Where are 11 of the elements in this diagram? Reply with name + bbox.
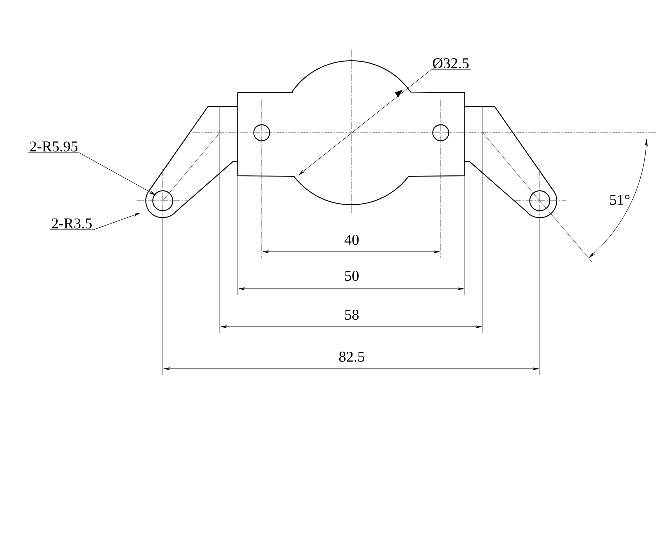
leader-line	[298, 70, 471, 176]
leader-line	[50, 213, 140, 230]
callout-text: Ø32.5	[433, 58, 469, 69]
dimension-label: 51°	[610, 194, 630, 206]
callout-text: 2-R3.5	[52, 218, 92, 229]
dimension-label: 58	[345, 310, 359, 320]
dimension-label: 40	[344, 234, 359, 246]
leader-line	[28, 152, 156, 196]
dimension-label: 50	[345, 270, 359, 282]
callout-text: 2-R5.95	[30, 142, 78, 152]
dimension-label: 82.5	[340, 352, 364, 362]
